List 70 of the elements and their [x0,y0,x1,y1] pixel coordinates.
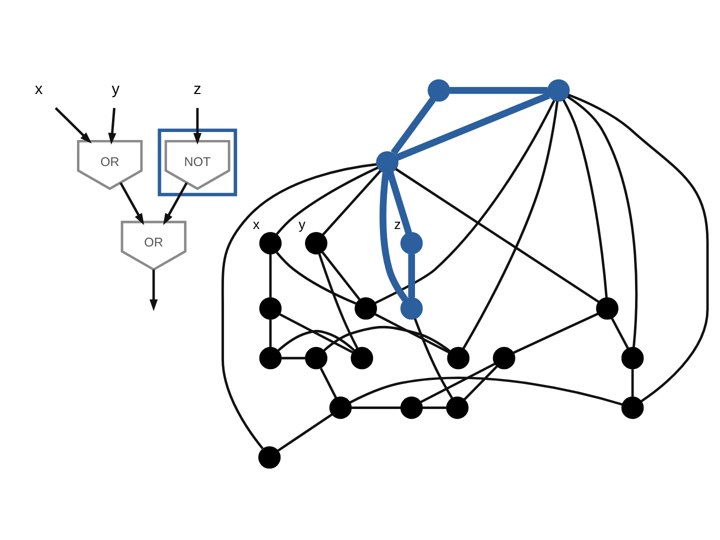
connector [380,172,408,302]
connector [414,318,454,398]
cluster [158,128,238,196]
node-label: x [252,216,260,232]
connector [269,319,272,347]
node-circle [446,396,469,418]
connector [513,312,598,354]
node-circle [428,78,450,102]
node-circle [376,150,398,174]
connector [386,171,412,234]
node-circle [258,446,281,468]
node-circle [329,396,352,418]
node-circle [621,396,644,418]
connector [422,406,446,408]
connector [277,329,356,352]
connector [276,166,378,234]
connector [221,162,377,449]
node-circle [492,346,516,369]
connector [390,96,436,155]
connector [322,250,360,300]
node-circle [259,346,282,369]
node-circle [259,296,282,320]
connector [631,368,634,396]
connector [374,100,556,304]
node-circle [350,346,374,369]
connector [420,362,496,403]
connector [450,86,548,94]
node-circle [621,346,644,369]
connector [568,93,709,402]
arrow [163,182,188,225]
connector [281,356,306,359]
node-text: y [112,80,120,98]
node-circle [596,296,618,320]
node-text: x [34,80,43,98]
node-label: y [298,216,306,232]
connector [276,251,356,304]
connector [318,252,358,348]
connector [610,317,630,349]
connector [322,170,382,236]
node-text: z [194,80,202,98]
arrow [150,269,158,311]
node-circle [400,396,423,418]
node-circle [447,346,470,369]
node-circle [259,232,282,254]
connector [562,99,608,298]
arrow [120,182,144,225]
connector [566,95,638,347]
connector [279,312,354,353]
connector [320,367,338,398]
node-circle [400,232,423,254]
node-label: z [394,216,401,232]
connector [277,412,333,452]
connector [351,406,401,408]
connector [374,312,450,353]
node-circle [547,78,570,102]
arrow [54,106,92,144]
connector [396,92,550,160]
arrow [108,107,116,144]
connector [395,168,600,302]
node-circle [305,232,328,254]
connector [269,254,272,297]
connector [462,100,559,349]
arrow [193,108,202,144]
node-circle [305,346,328,369]
node-circle [400,296,423,320]
connector [323,325,450,352]
connector [408,254,415,297]
connector [350,376,623,406]
node-circle [354,296,378,320]
connector [464,365,498,400]
